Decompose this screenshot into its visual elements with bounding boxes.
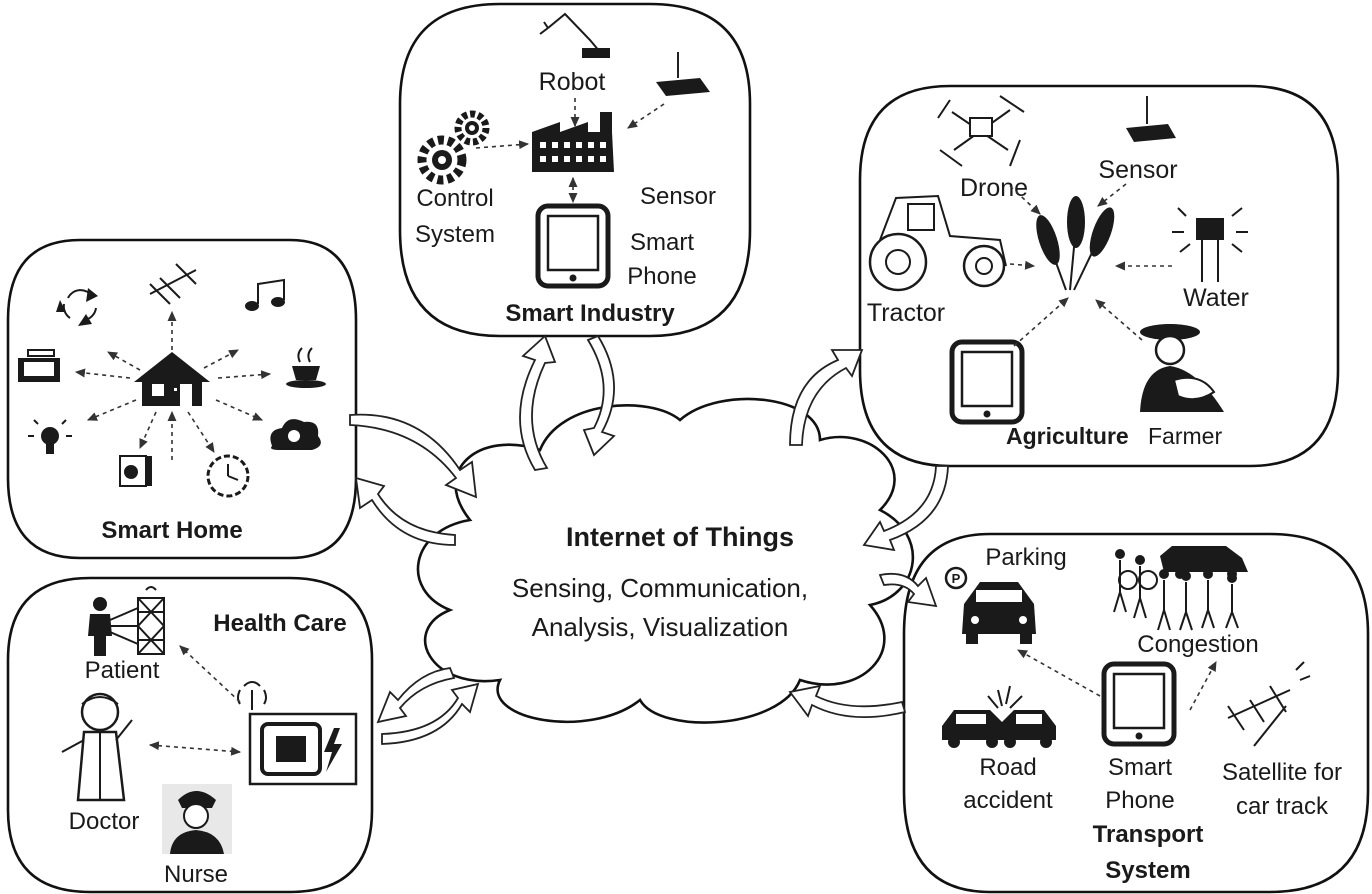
smart-home-title: Smart Home <box>101 517 242 544</box>
tractor-icon <box>868 194 1007 292</box>
sensor-to-crop-arrow <box>1097 183 1127 207</box>
antenna-icon <box>237 681 267 710</box>
farmer-icon <box>1140 324 1224 412</box>
satellite-car-icon <box>1227 661 1311 747</box>
music-note-icon <box>245 278 285 311</box>
control-system-label-1: Control <box>416 185 493 212</box>
patient-label: Patient <box>85 657 160 684</box>
body-sensor-tower-icon <box>109 586 166 655</box>
road-accident-label-1: Road <box>979 754 1036 781</box>
car-icon <box>962 582 1036 644</box>
appliance-icon <box>119 455 152 487</box>
satellite-label-1: Satellite for <box>1222 759 1342 786</box>
satellite-label-2: car track <box>1236 793 1329 820</box>
factory-icon <box>532 112 614 172</box>
iot-subtitle-2: Analysis, Visualization <box>532 612 789 642</box>
robot-label: Robot <box>539 68 606 96</box>
nurse-label: Nurse <box>164 861 228 888</box>
water-label: Water <box>1183 284 1249 312</box>
robot-arm-icon <box>539 12 610 58</box>
home-device-arrows <box>74 310 272 460</box>
flow-arrows <box>349 334 949 745</box>
farmer-label: Farmer <box>1148 423 1222 449</box>
control-system-label-2: System <box>415 221 495 248</box>
transport-title-1: Transport <box>1093 821 1204 848</box>
industry-phone-label-2: Phone <box>627 263 696 290</box>
drone-icon <box>937 95 1025 167</box>
parking-sign-icon: P <box>944 566 968 590</box>
doctor-label: Doctor <box>69 808 140 835</box>
industry-sensor-label: Sensor <box>640 183 716 210</box>
drone-label: Drone <box>960 174 1028 202</box>
road-accident-label-2: accident <box>963 787 1053 814</box>
iot-subtitle-1: Sensing, Communication, <box>512 573 808 603</box>
patient-icon <box>88 597 112 656</box>
doctor-to-hub-arrow <box>148 741 242 756</box>
satellite-icon <box>149 263 197 305</box>
agriculture-panel <box>858 84 1340 468</box>
gears-icon <box>417 110 490 185</box>
recycle-icon <box>56 288 98 326</box>
health-panel <box>6 576 374 894</box>
tv-icon <box>18 349 60 382</box>
transport-phone-label-1: Smart <box>1108 754 1172 781</box>
house-icon <box>134 352 210 406</box>
agri-tablet-icon <box>949 339 1025 425</box>
svg-text:P: P <box>952 571 961 586</box>
agriculture-title: Agriculture <box>1006 423 1129 449</box>
road-accident-icon <box>942 685 1056 748</box>
transport-smartphone-icon <box>1101 661 1177 747</box>
transport-phone-label-2: Phone <box>1105 787 1174 814</box>
farmer-to-crop-arrow <box>1095 299 1143 341</box>
agri-sensor-label: Sensor <box>1098 156 1177 184</box>
parking-label: Parking <box>985 544 1066 571</box>
smart-industry-title: Smart Industry <box>505 300 675 327</box>
coffee-cup-icon <box>286 347 326 388</box>
industry-phone-label-1: Smart <box>630 229 694 256</box>
nurse-icon <box>162 784 232 854</box>
drone-to-crop-arrow <box>1009 185 1041 215</box>
congestion-label: Congestion <box>1137 631 1258 658</box>
hub-to-patient-arrow <box>179 645 241 703</box>
weather-cloud-icon <box>270 419 321 450</box>
light-bulb-icon <box>28 419 72 454</box>
crop-icon <box>1036 196 1115 291</box>
tractor-label: Tractor <box>867 299 945 327</box>
clock-dial-icon <box>206 454 250 498</box>
iot-cloud <box>416 397 915 724</box>
gears-to-factory-arrow <box>475 140 530 150</box>
sensor-chip-icon <box>656 52 710 96</box>
iot-title: Internet of Things <box>566 522 794 552</box>
health-care-title: Health Care <box>213 610 346 637</box>
industry-smartphone-icon <box>535 203 611 289</box>
congestion-crowd-icon <box>1113 546 1248 631</box>
agri-sensor-chip-icon <box>1126 96 1176 142</box>
network-hub-icon <box>248 712 358 786</box>
phone-to-congestion-arrow <box>1189 661 1217 711</box>
water-tap-icon <box>1172 207 1248 282</box>
doctor-icon <box>61 692 133 802</box>
transport-title-2: System <box>1105 857 1190 884</box>
